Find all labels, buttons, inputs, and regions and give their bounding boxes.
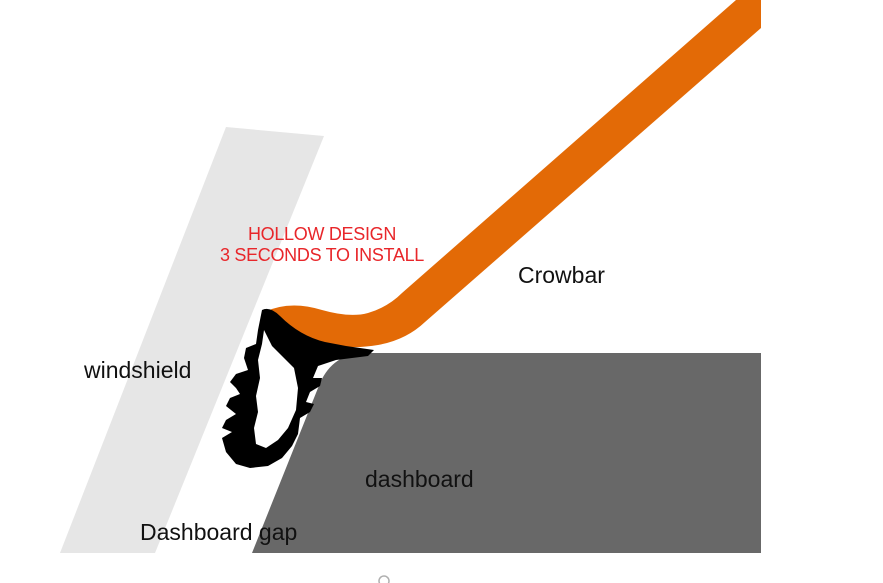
- callout-line-2: 3 SECONDS TO INSTALL: [219, 245, 425, 265]
- dashboard-gap-label: Dashboard gap: [140, 519, 298, 545]
- crowbar-tool: [264, 0, 761, 348]
- hollow-rubber-seal-strip-icon: [222, 308, 374, 468]
- dashboard-panel: [252, 353, 761, 553]
- dashboard-label: dashboard: [365, 466, 474, 492]
- callout-line-1: HOLLOW DESIGN: [247, 224, 397, 244]
- windshield-glass: [60, 127, 324, 553]
- page-indicator-dot: [378, 575, 390, 583]
- windshield-label: windshield: [84, 357, 192, 383]
- seal-body: [222, 308, 374, 468]
- hollow-design-callout: HOLLOW DESIGN 3 SECONDS TO INSTALL: [205, 224, 439, 266]
- crowbar-label: Crowbar: [518, 262, 605, 288]
